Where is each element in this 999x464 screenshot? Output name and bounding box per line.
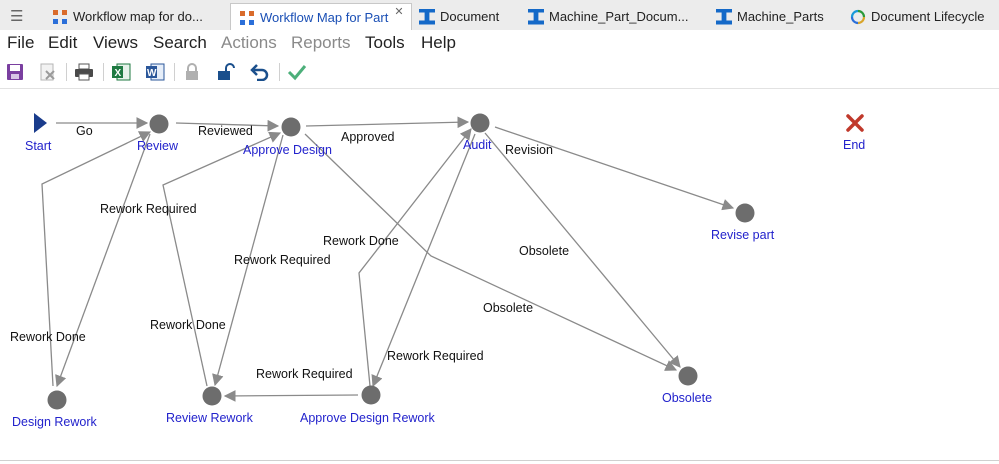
workflow-icon bbox=[239, 9, 255, 26]
itemtype-icon bbox=[716, 8, 732, 25]
node-design-rework[interactable] bbox=[47, 390, 67, 410]
svg-text:W: W bbox=[147, 68, 157, 79]
tab-label: Machine_Parts bbox=[737, 9, 824, 24]
workflow-icon bbox=[52, 8, 68, 25]
node-label-approve-design-rework: Approve Design Rework bbox=[300, 411, 436, 425]
itemtype-icon bbox=[528, 8, 544, 25]
edge-label: Rework Required bbox=[256, 367, 353, 381]
tab-workflow-map-for-part[interactable]: Workflow Map for Part ✕ bbox=[230, 3, 412, 31]
edge-label: Rework Done bbox=[10, 330, 86, 344]
edge-label: Obsolete bbox=[519, 244, 569, 258]
edge-rework-done-review[interactable] bbox=[162, 131, 282, 387]
node-approve-design[interactable] bbox=[281, 117, 301, 137]
toolbar-separator bbox=[279, 63, 280, 81]
menu-actions[interactable]: Actions bbox=[221, 33, 277, 52]
edge-label: Rework Done bbox=[150, 318, 226, 332]
menu-file[interactable]: File bbox=[7, 33, 35, 52]
edge-label: Approved bbox=[341, 130, 395, 144]
tab-label: Document bbox=[440, 9, 500, 24]
unlock-icon[interactable] bbox=[215, 61, 237, 83]
lifecycle-icon bbox=[850, 9, 866, 25]
node-revise-part[interactable] bbox=[735, 203, 755, 223]
edge-approved[interactable] bbox=[305, 116, 470, 129]
end-icon[interactable] bbox=[846, 114, 864, 132]
tab-label: Machine_Part_Docum... bbox=[549, 9, 689, 24]
toolbar-separator bbox=[66, 63, 67, 81]
menu-search[interactable]: Search bbox=[153, 33, 207, 52]
edge-rework-required-approve[interactable] bbox=[212, 134, 284, 387]
edge-label: Rework Done bbox=[323, 234, 399, 248]
node-approve-design-rework[interactable] bbox=[361, 385, 381, 405]
node-review-rework[interactable] bbox=[202, 386, 222, 406]
node-label-end: End bbox=[843, 138, 865, 152]
edge-rework-done-design[interactable] bbox=[41, 131, 152, 387]
edge-label: Revision bbox=[505, 143, 553, 157]
tab-workflow-map-for-document[interactable]: Workflow map for do... bbox=[52, 3, 203, 30]
menu-icon[interactable]: ☰ bbox=[10, 8, 24, 25]
edge-label: Rework Required bbox=[234, 253, 331, 267]
tab-machine-parts[interactable]: Machine_Parts bbox=[716, 3, 824, 30]
bottom-border bbox=[0, 460, 999, 461]
start-icon[interactable] bbox=[34, 113, 47, 133]
workflow-diagram: Go Reviewed Approved Revision Rework Req… bbox=[10, 113, 865, 429]
menu-help[interactable]: Help bbox=[421, 33, 456, 52]
edge-obsolete-approve[interactable] bbox=[304, 133, 678, 371]
edge-label: Go bbox=[76, 124, 93, 138]
node-obsolete[interactable] bbox=[678, 366, 698, 386]
edge-label: Obsolete bbox=[483, 301, 533, 315]
edge-rework-done-approve[interactable] bbox=[358, 128, 472, 387]
check-icon[interactable] bbox=[286, 61, 308, 83]
edge-rework-required-approve-rework[interactable] bbox=[223, 390, 359, 402]
print-icon[interactable] bbox=[73, 61, 95, 83]
edge-rework-required-review[interactable] bbox=[55, 133, 151, 388]
edge-rework-required-audit[interactable] bbox=[371, 133, 476, 388]
menu-tools[interactable]: Tools bbox=[365, 33, 405, 52]
lock-icon[interactable] bbox=[181, 61, 203, 83]
node-label-design-rework: Design Rework bbox=[12, 415, 98, 429]
workflow-canvas[interactable]: Go Reviewed Approved Revision Rework Req… bbox=[0, 89, 999, 457]
itemtype-icon bbox=[419, 8, 435, 25]
menu-views[interactable]: Views bbox=[93, 33, 139, 52]
edge-obsolete-audit[interactable] bbox=[484, 132, 681, 368]
edge-label: Rework Required bbox=[387, 349, 484, 363]
toolbar-separator bbox=[174, 63, 175, 81]
tab-document-lifecycle[interactable]: Document Lifecycle bbox=[850, 3, 984, 30]
discard-icon[interactable] bbox=[37, 61, 59, 83]
edge-label: Reviewed bbox=[198, 124, 253, 138]
undo-icon[interactable] bbox=[249, 61, 271, 83]
tab-label: Document Lifecycle bbox=[871, 9, 985, 24]
tab-label: Workflow map for do... bbox=[73, 9, 203, 24]
tab-bar: ☰ Workflow map for do... Workflow Map fo… bbox=[0, 0, 999, 31]
svg-text:X: X bbox=[115, 68, 122, 79]
tab-machine-part-document[interactable]: Machine_Part_Docum... bbox=[528, 3, 688, 30]
save-icon[interactable] bbox=[4, 61, 26, 83]
tab-label: Workflow Map for Part bbox=[260, 10, 389, 25]
tab-document[interactable]: Document bbox=[419, 3, 499, 30]
word-icon[interactable]: W bbox=[144, 61, 166, 83]
menu-edit[interactable]: Edit bbox=[48, 33, 78, 52]
node-label-audit: Audit bbox=[463, 138, 492, 152]
node-label-obsolete: Obsolete bbox=[662, 391, 712, 405]
excel-icon[interactable]: X bbox=[110, 61, 132, 83]
close-icon[interactable]: ✕ bbox=[394, 6, 404, 18]
menu-reports[interactable]: Reports bbox=[291, 33, 351, 52]
edge-revision[interactable] bbox=[494, 126, 735, 211]
edge-reviewed[interactable] bbox=[175, 119, 280, 132]
node-label-revise-part: Revise part bbox=[711, 228, 775, 242]
edge-label: Rework Required bbox=[100, 202, 197, 216]
node-label-review-rework: Review Rework bbox=[166, 411, 254, 425]
toolbar-separator bbox=[103, 63, 104, 81]
node-label-review: Review bbox=[137, 139, 179, 153]
toolbar: X W bbox=[0, 56, 999, 89]
menu-bar: File Edit Views Search Actions Reports T… bbox=[0, 30, 999, 56]
node-audit[interactable] bbox=[470, 113, 490, 133]
node-review[interactable] bbox=[149, 114, 169, 134]
node-label-approve-design: Approve Design bbox=[243, 143, 332, 157]
node-label-start: Start bbox=[25, 139, 52, 153]
